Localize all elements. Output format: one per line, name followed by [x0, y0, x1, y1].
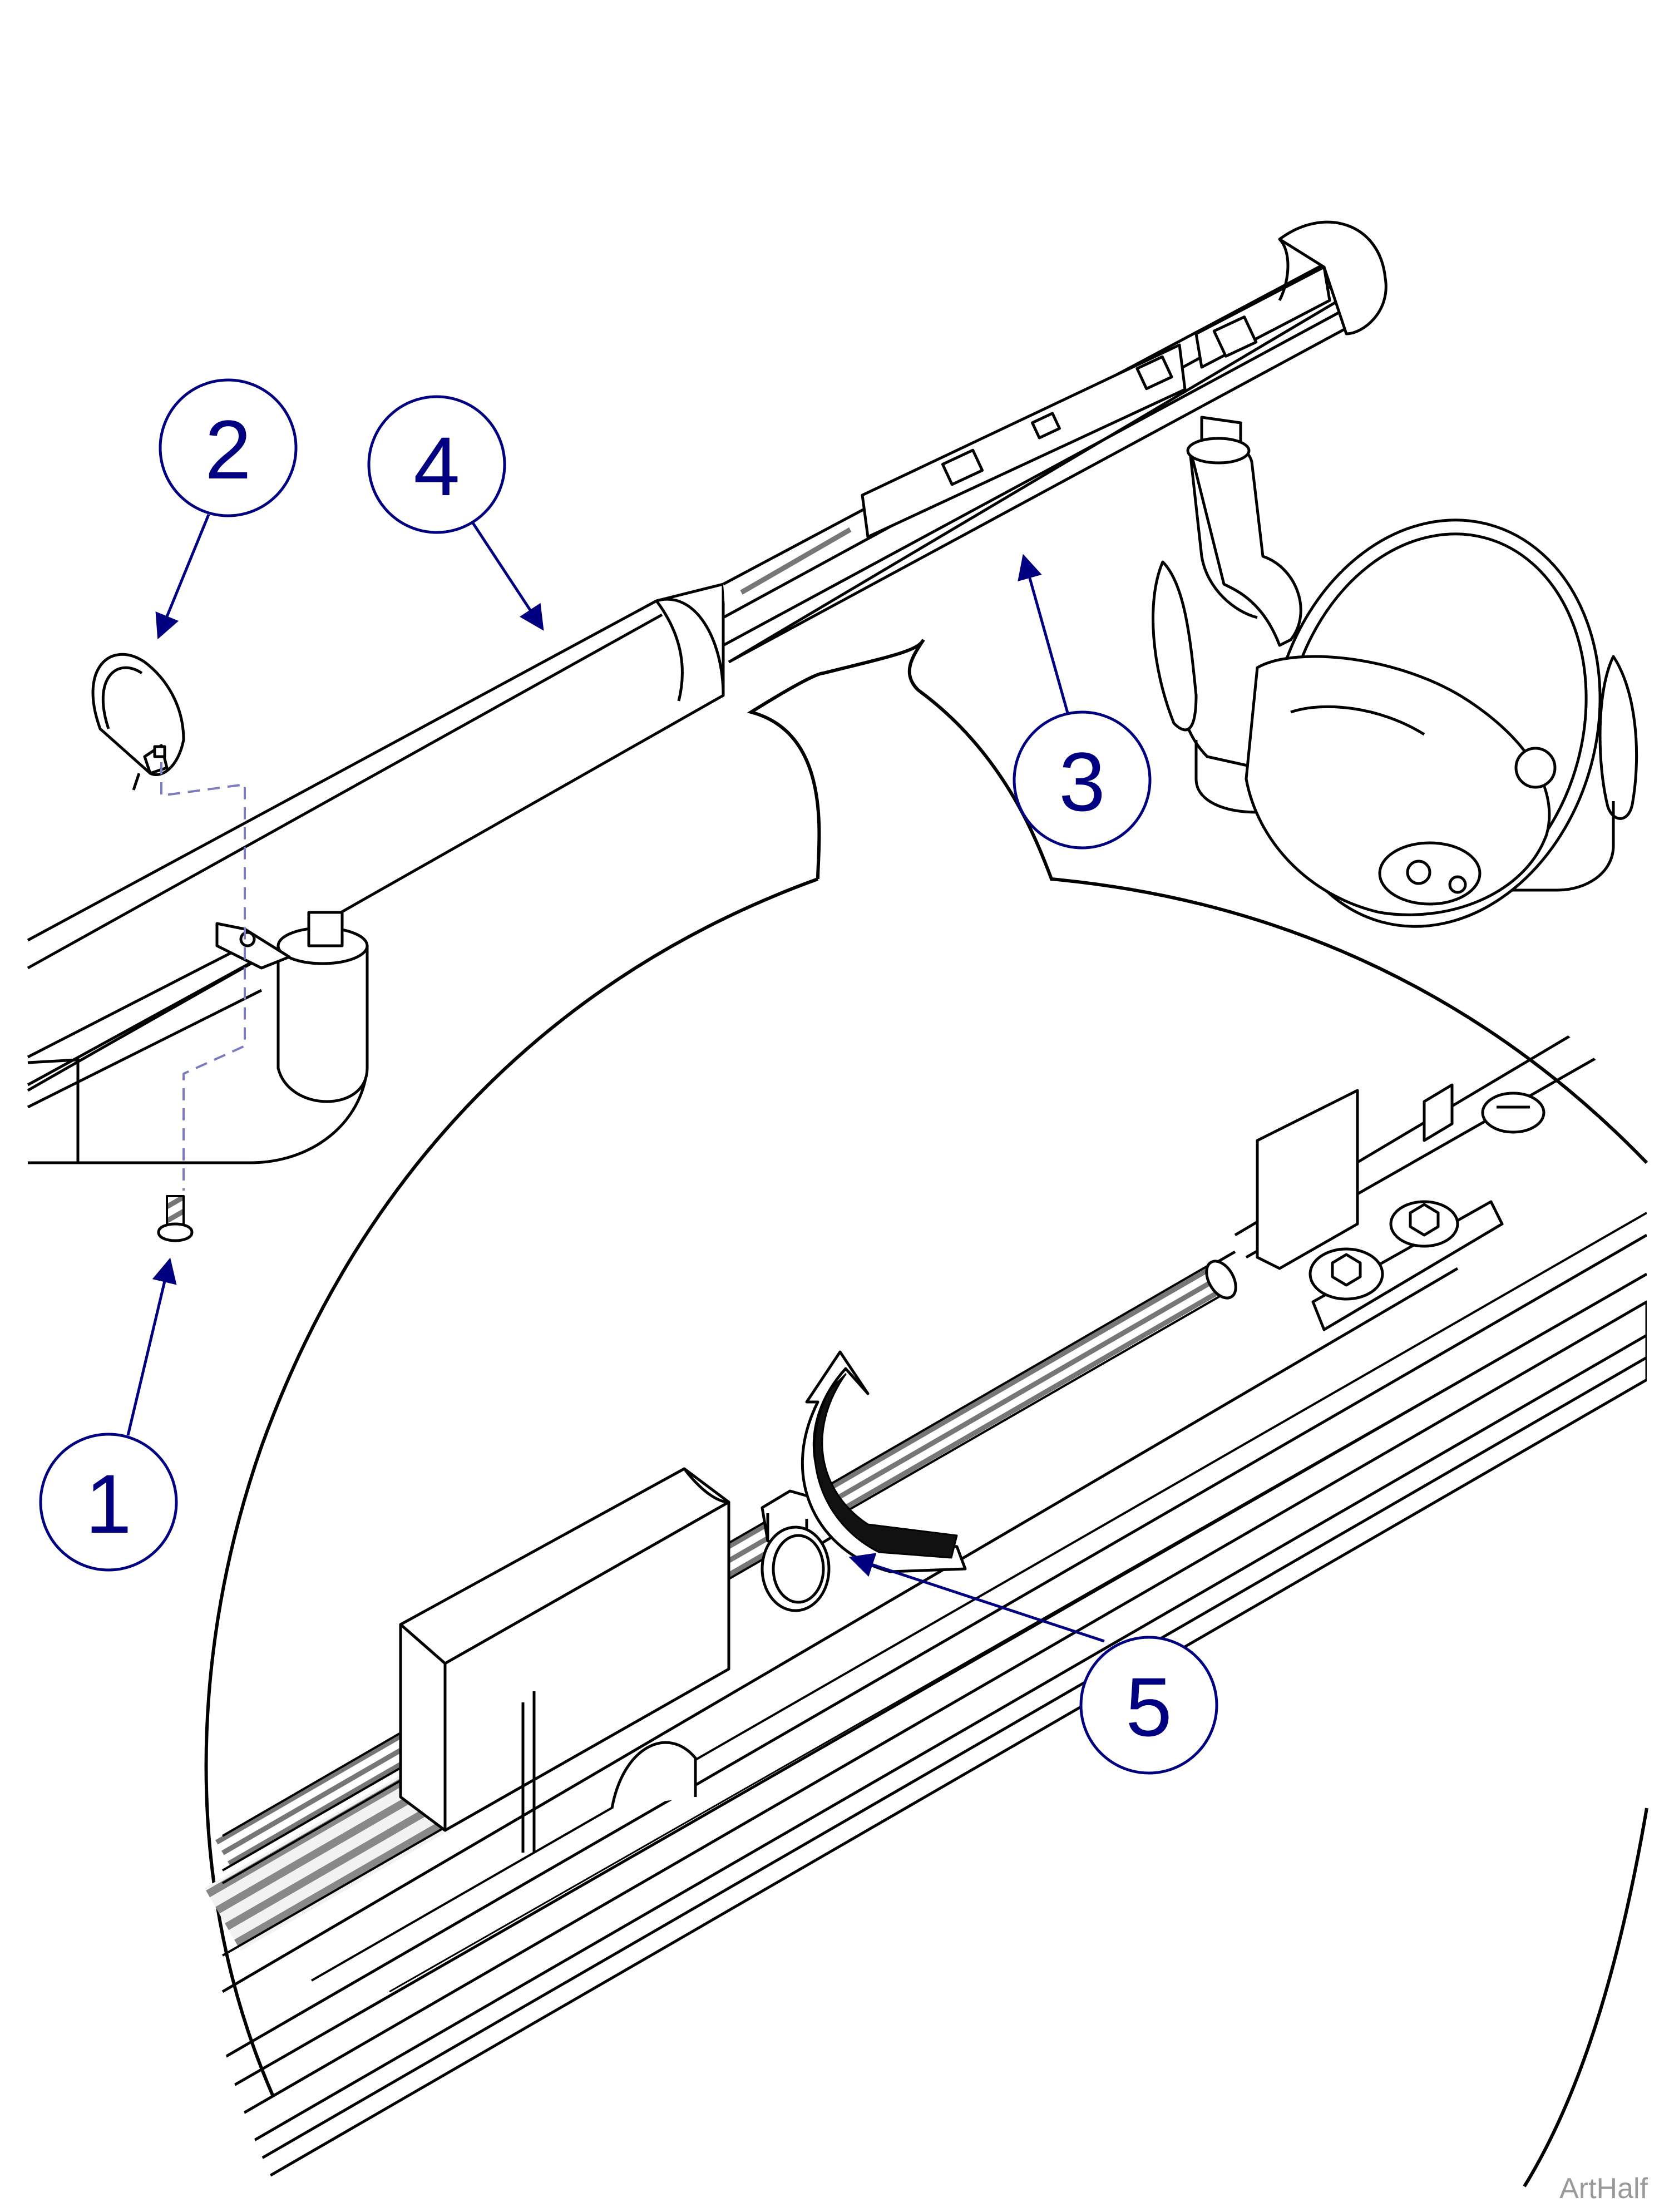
arm-cover-tube	[27, 582, 725, 1092]
light-yoke	[1177, 416, 1302, 769]
leader-2	[155, 514, 210, 640]
assembly-path-dashed	[160, 762, 246, 1191]
screw	[157, 1195, 194, 1242]
callout-3: 3	[1013, 710, 1152, 850]
pivot-joint	[215, 911, 369, 1103]
detail-threaded-rod	[213, 1257, 1237, 1872]
detail-bracket	[1256, 1083, 1504, 1331]
callout-5: 5	[1079, 1636, 1218, 1775]
watermark: ArtHalf	[1559, 2172, 1648, 2205]
end-cap-loose	[91, 653, 185, 791]
callout-1: 1	[39, 1433, 178, 1572]
lamp-head	[1245, 519, 1602, 928]
detail-socket-bolts	[1308, 1092, 1545, 1301]
callout-3-label: 3	[1059, 735, 1105, 828]
main-arm-assembly	[27, 220, 1638, 1242]
leader-1	[126, 1257, 177, 1436]
callout-leaders	[126, 514, 1105, 1643]
leader-5	[848, 1553, 1105, 1643]
callout-1-label: 1	[85, 1457, 131, 1551]
detail-bubble-arc-right	[1523, 1808, 1648, 2188]
rail-end-cap	[1278, 220, 1387, 335]
callout-2: 2	[159, 378, 298, 517]
callout-2-label: 2	[205, 403, 251, 496]
circuit-board	[861, 343, 1187, 539]
light-handles	[1152, 560, 1638, 892]
detail-view	[204, 989, 1647, 2205]
callout-4-label: 4	[413, 419, 460, 513]
detail-bubble-outline	[747, 639, 1648, 1164]
callout-4: 4	[367, 395, 506, 534]
detail-slider-block	[399, 1467, 730, 1853]
callout-5-label: 5	[1125, 1660, 1172, 1754]
detail-rail-channel	[221, 1212, 1647, 2205]
rail-spring	[737, 526, 855, 595]
leader-4	[471, 522, 544, 631]
leader-3	[1018, 554, 1070, 715]
